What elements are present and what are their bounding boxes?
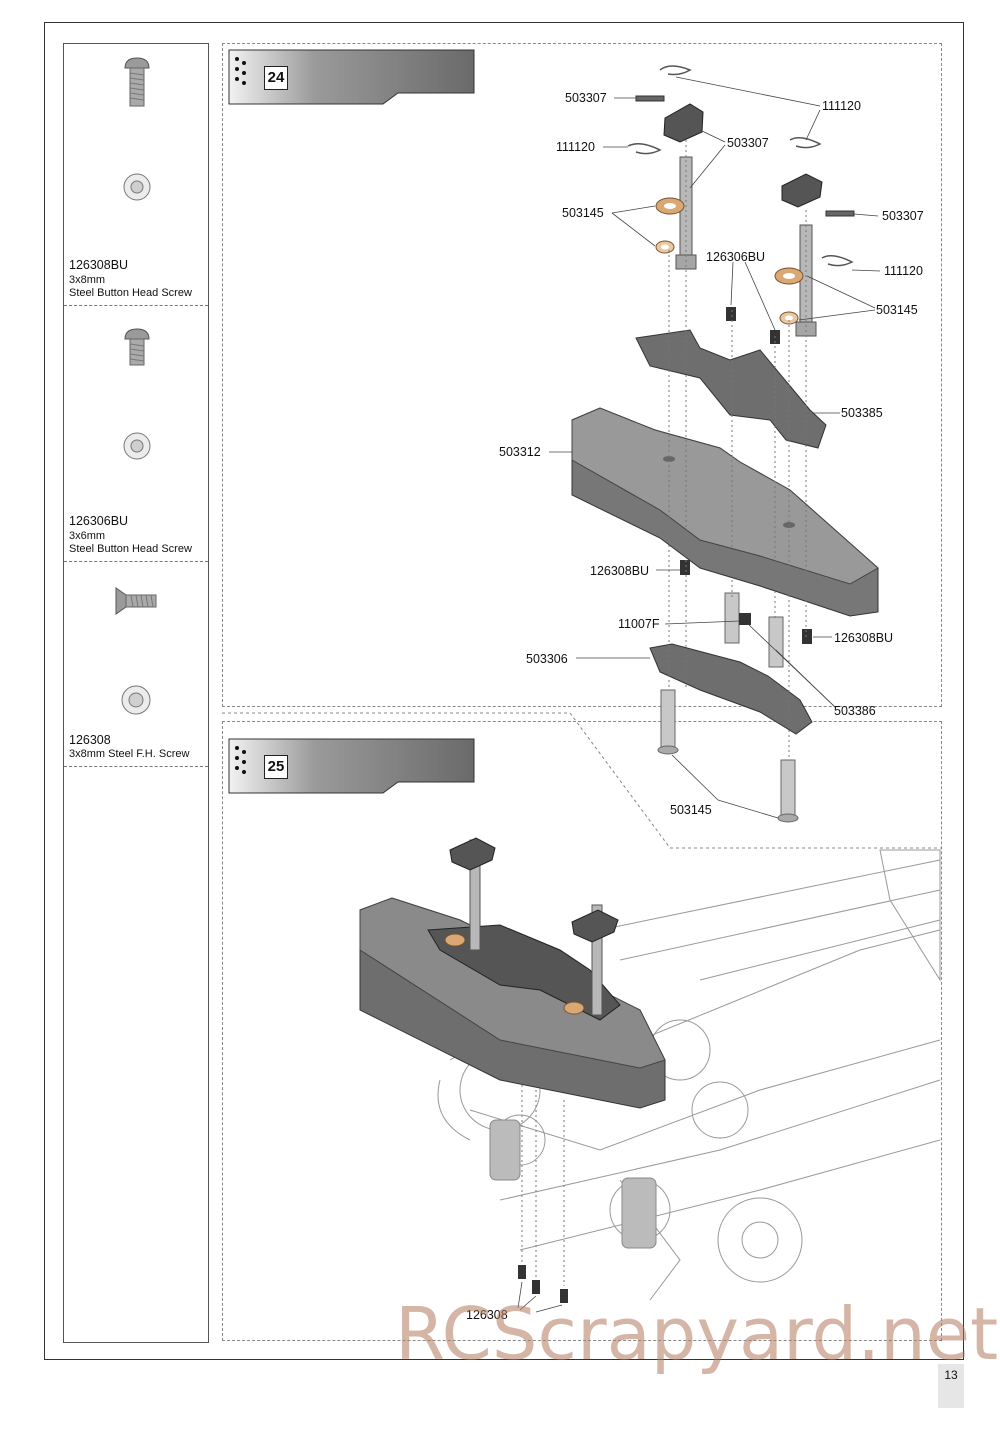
part-label: 503306 — [526, 652, 568, 666]
watermark: RCScrapyard.net — [395, 1292, 999, 1376]
parts-sidebar: 126308BU 3x8mm Steel Button Head Screw 1… — [63, 43, 209, 1343]
page-frame — [44, 22, 964, 1360]
step-number: 25 — [264, 755, 288, 779]
part-label: 503307 — [727, 136, 769, 150]
part-label: 503145 — [876, 303, 918, 317]
part-label: 503386 — [834, 704, 876, 718]
part-size: 3x6mm — [69, 530, 106, 542]
part-description: 3x8mm Steel F.H. Screw — [69, 748, 190, 760]
part-label: 503312 — [499, 445, 541, 459]
divider — [64, 305, 208, 306]
part-label: 126308BU — [834, 631, 894, 645]
part-label: 111120 — [822, 99, 861, 113]
part-label: 111120 — [884, 264, 923, 278]
flat-head-screw-icon — [115, 587, 157, 615]
button-head-screw-icon — [124, 57, 150, 107]
body-post-left — [675, 156, 697, 270]
step-24-badge: 24 — [228, 49, 476, 105]
step-24-box — [222, 43, 942, 707]
part-label: 111120 — [556, 140, 595, 154]
button-head-screw-icon — [124, 328, 150, 366]
divider — [64, 766, 208, 767]
part-label: 503145 — [670, 803, 712, 817]
parts-bag-dots-icon — [235, 57, 253, 87]
parts-bag-dots-icon — [235, 746, 253, 776]
part-label: 503145 — [562, 206, 604, 220]
page-number: 13 — [938, 1364, 964, 1408]
part-label: 126306BU — [706, 250, 766, 264]
part-label: 503385 — [841, 406, 883, 420]
step-25-box — [222, 721, 942, 1341]
washer-icon — [121, 685, 151, 715]
part-label: 126308BU — [590, 564, 650, 578]
part-description: Steel Button Head Screw — [69, 287, 192, 299]
part-code: 126308 — [69, 733, 111, 747]
step-number: 24 — [264, 66, 288, 90]
divider — [64, 561, 208, 562]
part-description: Steel Button Head Screw — [69, 543, 192, 555]
part-label: 503307 — [882, 209, 924, 223]
part-size: 3x8mm — [69, 274, 106, 286]
part-code: 126308BU — [69, 258, 129, 272]
washer-icon — [123, 173, 151, 201]
part-label: 503307 — [565, 91, 607, 105]
part-label: 126308 — [466, 1308, 508, 1322]
washer-icon — [123, 432, 151, 460]
step-25-badge: 25 — [228, 738, 476, 794]
part-label: 11007F — [618, 617, 660, 631]
part-code: 126306BU — [69, 514, 129, 528]
